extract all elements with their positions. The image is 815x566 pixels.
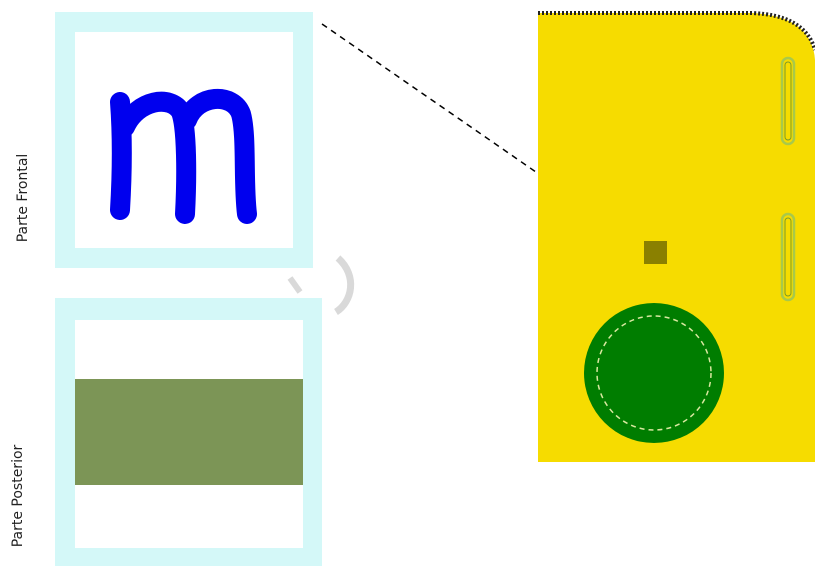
card-position-marker (644, 241, 667, 264)
back-card (55, 298, 322, 566)
letter-m-drawing (110, 89, 257, 224)
slot-bottom-inner (784, 217, 792, 297)
back-card-band (75, 379, 303, 485)
slot-bottom (780, 212, 796, 302)
slot-top-inner (784, 61, 792, 141)
board-edge (538, 11, 815, 51)
back-side-label: Parte Posterior (10, 444, 26, 548)
leader-line (321, 23, 641, 245)
front-card (55, 12, 313, 268)
slot-top (780, 56, 796, 146)
round-button-stitch (596, 315, 712, 431)
front-card-face (75, 32, 293, 248)
front-side-label: Parte Frontal (15, 153, 31, 243)
watermark-mark (287, 276, 303, 294)
board-panel (538, 13, 815, 462)
watermark-mark (333, 255, 355, 315)
back-card-face (75, 320, 303, 548)
round-button (584, 303, 724, 443)
